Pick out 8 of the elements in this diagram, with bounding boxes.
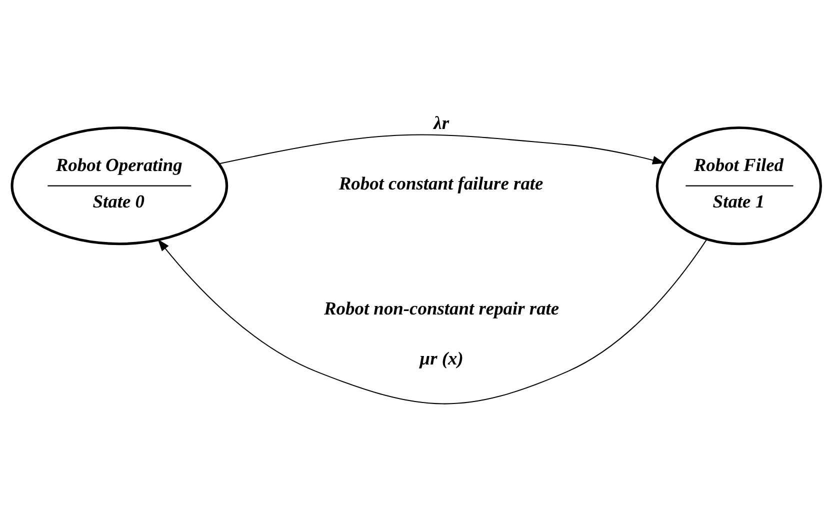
- edge-label: μr (x): [420, 348, 464, 369]
- label: Robot constant failure rate: [338, 173, 544, 194]
- edge-label: λr: [434, 112, 450, 133]
- node-ellipse: Robot Filed State 1: [656, 126, 822, 246]
- arrow: [218, 134, 665, 164]
- node-ellipse: Robot Operating State 0: [10, 126, 228, 246]
- arrow: [158, 238, 708, 404]
- label: Robot non-constant repair rate: [324, 298, 560, 318]
